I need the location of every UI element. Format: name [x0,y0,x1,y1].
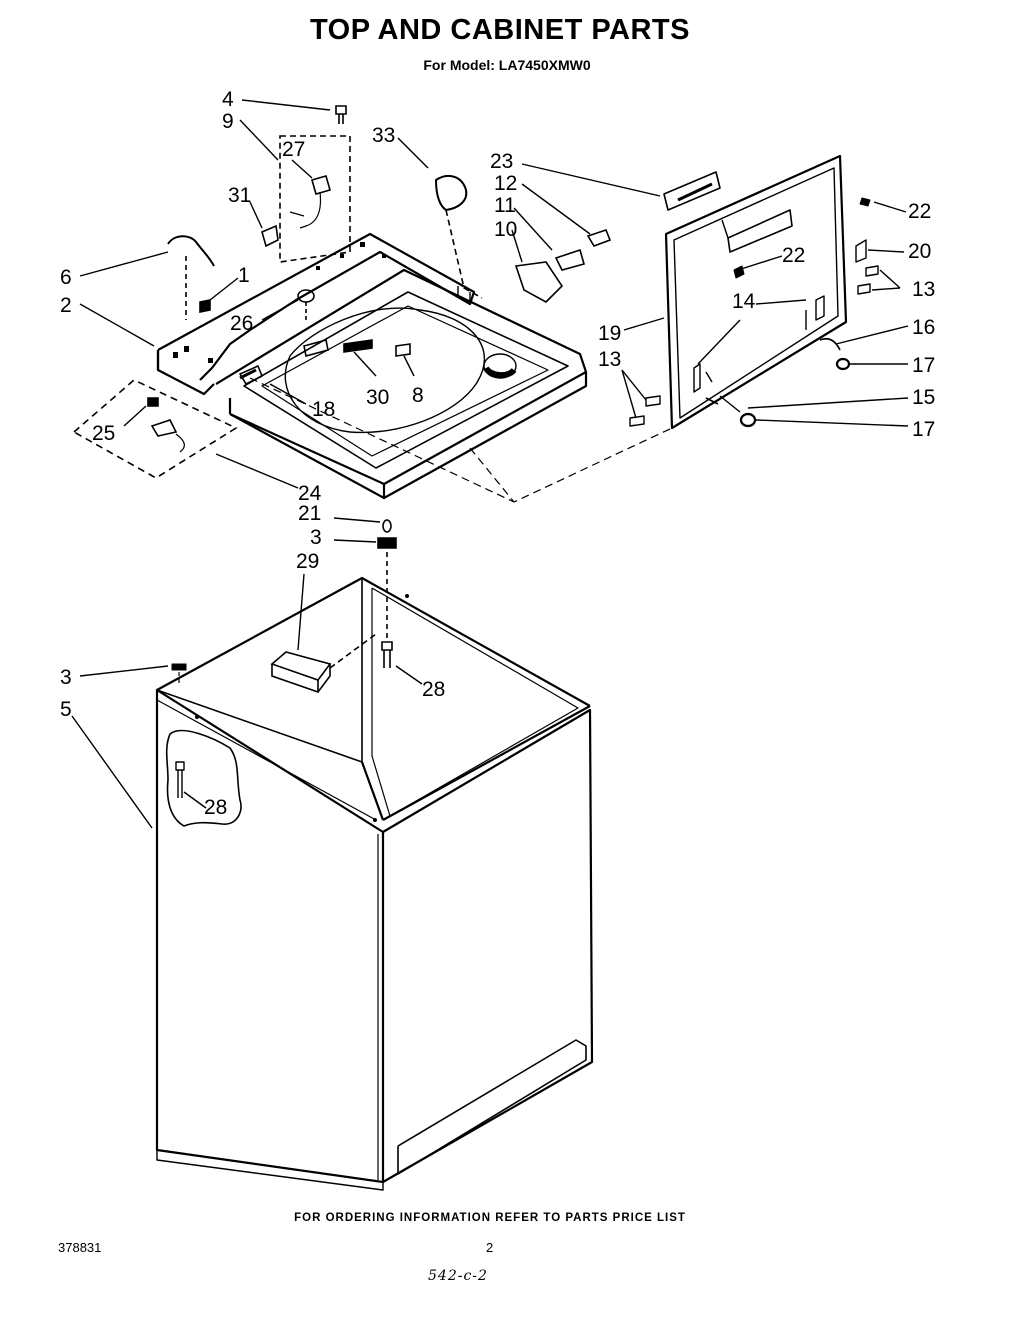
callout-label: 21 [298,502,321,525]
callout-label: 16 [912,316,935,339]
callout-label: 5 [60,698,72,721]
callout-label: 4 [222,88,234,111]
washer-top-drawing [156,232,588,500]
callout-label: 3 [60,666,72,689]
callout-label: 29 [296,550,319,573]
callout-label: 8 [412,384,424,407]
model-line: For Model: LA7450XMW0 [423,57,591,73]
console-panel-drawing [249,154,879,503]
callout-label: 9 [222,110,234,133]
callout-label: 17 [912,418,935,441]
callout-label: 23 [490,150,513,173]
document-number: 378831 [58,1240,102,1255]
top-small-parts [72,105,612,479]
handwritten-note: 542-c-2 [428,1268,488,1284]
callout-label: 19 [598,322,621,345]
callout-labels: 4 9 27 31 6 1 2 26 33 23 12 11 10 30 8 1… [60,88,935,819]
callout-label: 31 [228,184,251,207]
page-title: TOP AND CABINET PARTS [309,14,690,46]
callout-label: 3 [310,526,322,549]
callout-label: 24 [298,482,322,505]
cabinet-top-hardware [270,519,397,694]
callout-label: 28 [422,678,445,701]
cabinet-drawing [155,576,594,1191]
callout-label: 33 [372,124,395,147]
callout-label: 13 [912,278,935,301]
callout-label: 1 [238,264,250,287]
callout-label: 10 [494,218,517,241]
callout-label: 25 [92,422,115,445]
callout-label: 22 [782,244,805,267]
callout-label: 18 [312,398,335,421]
callout-label: 30 [366,386,389,409]
callout-label: 20 [908,240,931,263]
callout-label: 22 [908,200,931,223]
callout-label: 2 [60,294,72,317]
callout-label: 14 [732,290,756,313]
callout-label: 27 [282,138,305,161]
callout-label: 13 [598,348,621,371]
callout-label: 6 [60,266,72,289]
callout-label: 17 [912,354,935,377]
callout-label: 28 [204,796,227,819]
callout-label: 26 [230,312,253,335]
page-number: 2 [486,1240,494,1255]
leader-lines [71,99,909,829]
callout-label: 15 [912,386,935,409]
callout-label: 11 [494,194,516,217]
ordering-note: FOR ORDERING INFORMATION REFER TO PARTS … [294,1212,686,1224]
callout-label: 12 [494,172,517,195]
